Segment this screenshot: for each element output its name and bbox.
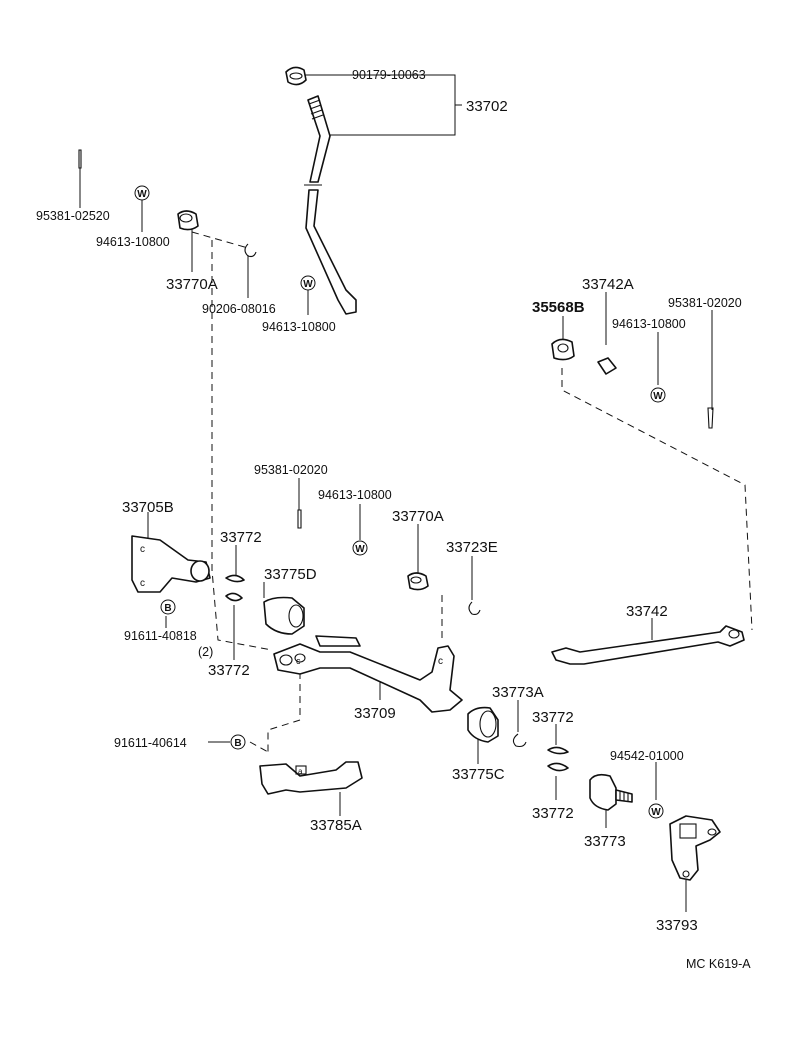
- rubber-bushing-part-d: [263, 596, 305, 635]
- label-90206-08016: 90206-08016: [202, 302, 276, 316]
- label-94613-10800-a: 94613-10800: [96, 235, 170, 249]
- svg-text:c: c: [140, 544, 145, 555]
- label-33772-a: 33772: [220, 529, 262, 546]
- clip-part-right-lower: [547, 762, 569, 772]
- bracket-part: c c: [131, 535, 211, 593]
- svg-text:W: W: [137, 189, 147, 200]
- clip-part-e: [468, 601, 481, 616]
- label-94613-10800-c: 94613-10800: [612, 317, 686, 331]
- label-95381-02520: 95381-02520: [36, 209, 110, 223]
- bushing-part-middle: [407, 572, 429, 591]
- leader-lines: [79, 74, 713, 912]
- label-33709: 33709: [354, 705, 396, 722]
- bracket-plate-part: [669, 815, 721, 881]
- svg-text:c: c: [296, 656, 301, 666]
- label-33770A-a: 33770A: [166, 276, 218, 293]
- clip-part-top: [244, 243, 257, 258]
- washer-symbol-1: W: [134, 185, 150, 201]
- label-33775D: 33775D: [264, 566, 317, 583]
- label-33772-b: 33772: [208, 662, 250, 679]
- bolt-symbol-1: B: [160, 599, 176, 615]
- grommet-part: [551, 338, 575, 361]
- label-91611-40614: 91611-40614: [114, 736, 187, 750]
- cotter-pin-part-top: [78, 149, 82, 169]
- rubber-bushing-part-c: [467, 706, 499, 743]
- cotter-pin-part-middle: [297, 509, 302, 529]
- diagram-reference-code: MC K619-A: [686, 957, 751, 971]
- label-94613-10800-d: 94613-10800: [318, 488, 392, 502]
- cap-nut-part: [285, 66, 307, 86]
- label-33785A: 33785A: [310, 817, 362, 834]
- svg-text:B: B: [164, 603, 171, 614]
- label-33775C: 33775C: [452, 766, 505, 783]
- label-91611-40818: 91611-40818: [124, 629, 197, 643]
- lever-stud-part: [589, 773, 633, 811]
- bushing-part-right: [597, 357, 617, 375]
- part-number-labels: 90179-10063 33702 95381-02520 94613-1080…: [36, 68, 751, 971]
- label-95381-02020-a: 95381-02020: [668, 296, 742, 310]
- linkage-rod-part: [551, 625, 745, 665]
- shift-lever-assembly-part: c c: [273, 635, 463, 713]
- label-33723E: 33723E: [446, 539, 498, 556]
- label-quantity-2: (2): [198, 645, 213, 659]
- svg-text:W: W: [651, 807, 661, 818]
- svg-text:W: W: [355, 544, 365, 555]
- bushing-part-top: [177, 210, 199, 231]
- retainer-part: a: [259, 761, 363, 795]
- washer-symbol-2: W: [300, 275, 316, 291]
- assembly-dashed-lines: [191, 231, 753, 753]
- label-33793: 33793: [656, 917, 698, 934]
- label-33742: 33742: [626, 603, 668, 620]
- label-33772-d: 33772: [532, 805, 574, 822]
- svg-text:c: c: [140, 578, 145, 589]
- washer-symbol-3: W: [650, 387, 666, 403]
- label-94613-10800-b: 94613-10800: [262, 320, 336, 334]
- svg-text:a: a: [298, 767, 303, 776]
- svg-text:c: c: [438, 656, 443, 667]
- label-33742A: 33742A: [582, 276, 634, 293]
- washer-symbol-4: W: [352, 540, 368, 556]
- label-33772-c: 33772: [532, 709, 574, 726]
- label-90179-10063: 90179-10063: [352, 68, 426, 82]
- clip-part-left-upper: [225, 574, 245, 583]
- label-95381-02020-b: 95381-02020: [254, 463, 328, 477]
- clip-part-left-lower: [225, 592, 243, 602]
- clip-part-right-upper: [547, 746, 569, 755]
- svg-text:B: B: [234, 738, 241, 749]
- svg-text:W: W: [653, 391, 663, 402]
- washer-symbol-5: W: [648, 803, 664, 819]
- bolt-symbol-2: B: [230, 734, 246, 750]
- label-33773A: 33773A: [492, 684, 544, 701]
- label-35568B: 35568B: [532, 299, 585, 316]
- label-33702: 33702: [466, 98, 508, 115]
- label-33705B: 33705B: [122, 499, 174, 516]
- shift-lever-rod-part: [304, 95, 357, 315]
- svg-text:W: W: [303, 279, 313, 290]
- label-33770A-b: 33770A: [392, 508, 444, 525]
- label-94542-01000: 94542-01000: [610, 749, 684, 763]
- clip-part-a: [512, 733, 527, 748]
- cotter-pin-part-right: [707, 407, 714, 429]
- label-33773: 33773: [584, 833, 626, 850]
